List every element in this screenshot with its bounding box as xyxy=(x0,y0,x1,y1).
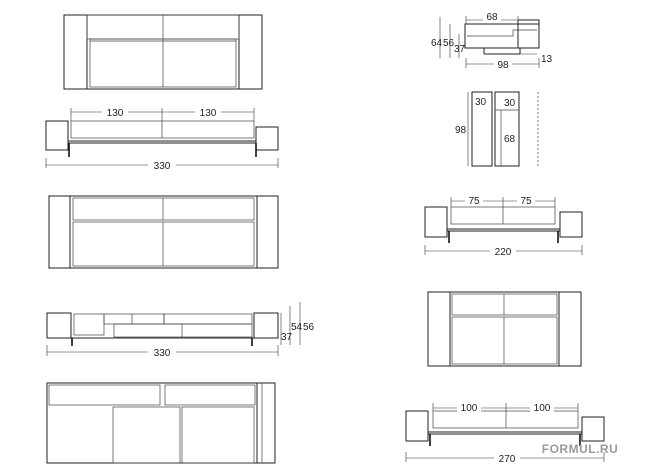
plan-view-330-b xyxy=(48,195,279,269)
dim-total-220: 220 xyxy=(495,247,512,258)
front-view-270: 100 100 270 xyxy=(405,402,605,464)
dim-total-chaise: 330 xyxy=(154,348,171,359)
dim-height: 98 xyxy=(455,125,467,136)
dim-total-270: 270 xyxy=(499,454,516,464)
dim-depth: 98 xyxy=(497,60,509,71)
section-view: 68 64 56 37 98 13 xyxy=(431,11,553,71)
dim-seat-width: 30 xyxy=(504,98,516,109)
front-view-330-chaise: 37 54 56 330 xyxy=(46,302,315,359)
dim-seat-right-270: 100 xyxy=(534,403,551,414)
plan-view-330-a xyxy=(63,14,263,90)
dim-seat-right-220: 75 xyxy=(520,196,532,207)
dim-h-inner: 37 xyxy=(454,44,466,55)
dim-h3: 56 xyxy=(303,322,315,333)
plan-view-330-c xyxy=(46,382,276,464)
dim-seat-left-220: 75 xyxy=(468,196,480,207)
dim-arm-width: 30 xyxy=(475,97,487,108)
dim-seat-left-270: 100 xyxy=(461,403,478,414)
dim-seat-depth: 68 xyxy=(504,134,516,145)
dim-total: 330 xyxy=(154,161,171,172)
dim-seat-left: 130 xyxy=(107,108,124,119)
front-view-330: 130 130 330 xyxy=(45,106,279,172)
front-view-220: 75 75 220 xyxy=(424,195,583,258)
dim-h-mid: 56 xyxy=(443,38,455,49)
dim-h2: 54 xyxy=(291,322,303,333)
dim-h1: 37 xyxy=(281,332,293,343)
dim-seat-right: 130 xyxy=(200,108,217,119)
plan-view-220 xyxy=(427,291,582,367)
arm-detail: 98 30 30 68 xyxy=(455,91,539,168)
watermark: FORMUL.RU xyxy=(542,442,619,456)
dim-arm: 13 xyxy=(541,54,553,65)
dim-h-outer: 64 xyxy=(431,38,443,49)
dim-top: 68 xyxy=(486,12,498,23)
